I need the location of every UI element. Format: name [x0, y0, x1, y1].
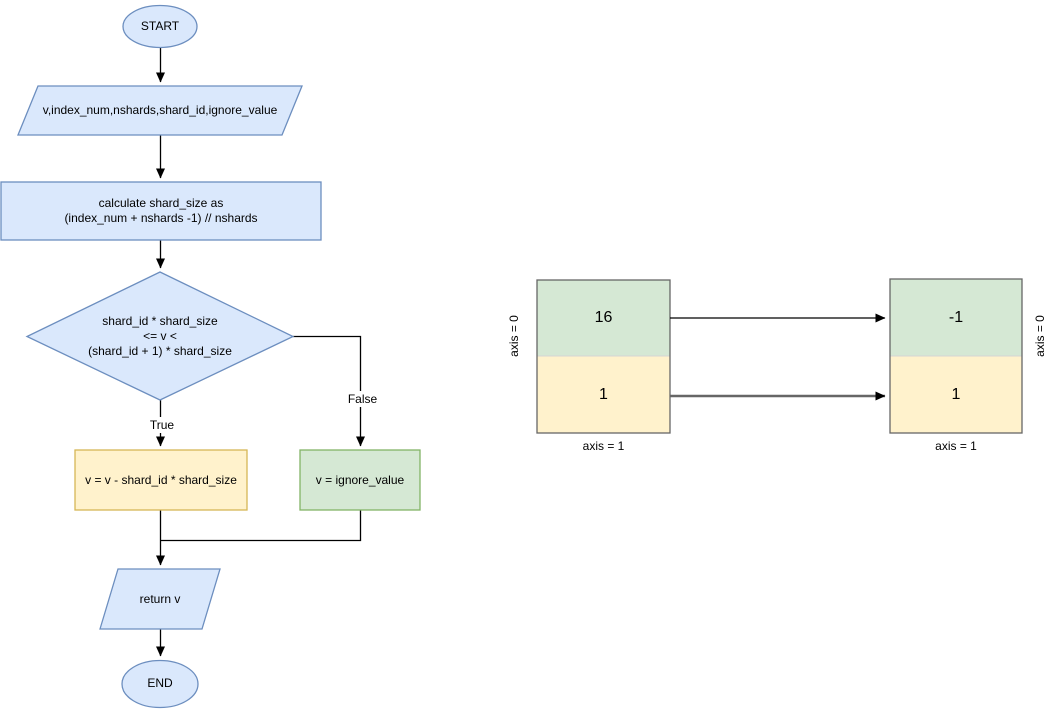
start-terminator-shape [122, 4, 198, 49]
right-table-outline [889, 278, 1023, 434]
right-table-row-top-shape [889, 278, 1023, 357]
input-parallelogram-shape [17, 85, 303, 136]
output-parallelogram-shape [99, 568, 221, 630]
right-table-row-bottom-shape [889, 355, 1023, 434]
end-terminator-shape [121, 659, 199, 709]
left-table-outline [536, 279, 671, 434]
edge-false-action-join [160, 510, 362, 542]
decision-diamond-shape [25, 271, 295, 401]
left-table-row-bottom-shape [536, 355, 671, 434]
false-action-box-shape [299, 449, 421, 511]
true-action-box-shape [74, 449, 248, 511]
process-rectangle-shape [0, 181, 322, 241]
edge-decision-false [293, 335, 365, 447]
left-table-row-top-shape [536, 279, 671, 357]
